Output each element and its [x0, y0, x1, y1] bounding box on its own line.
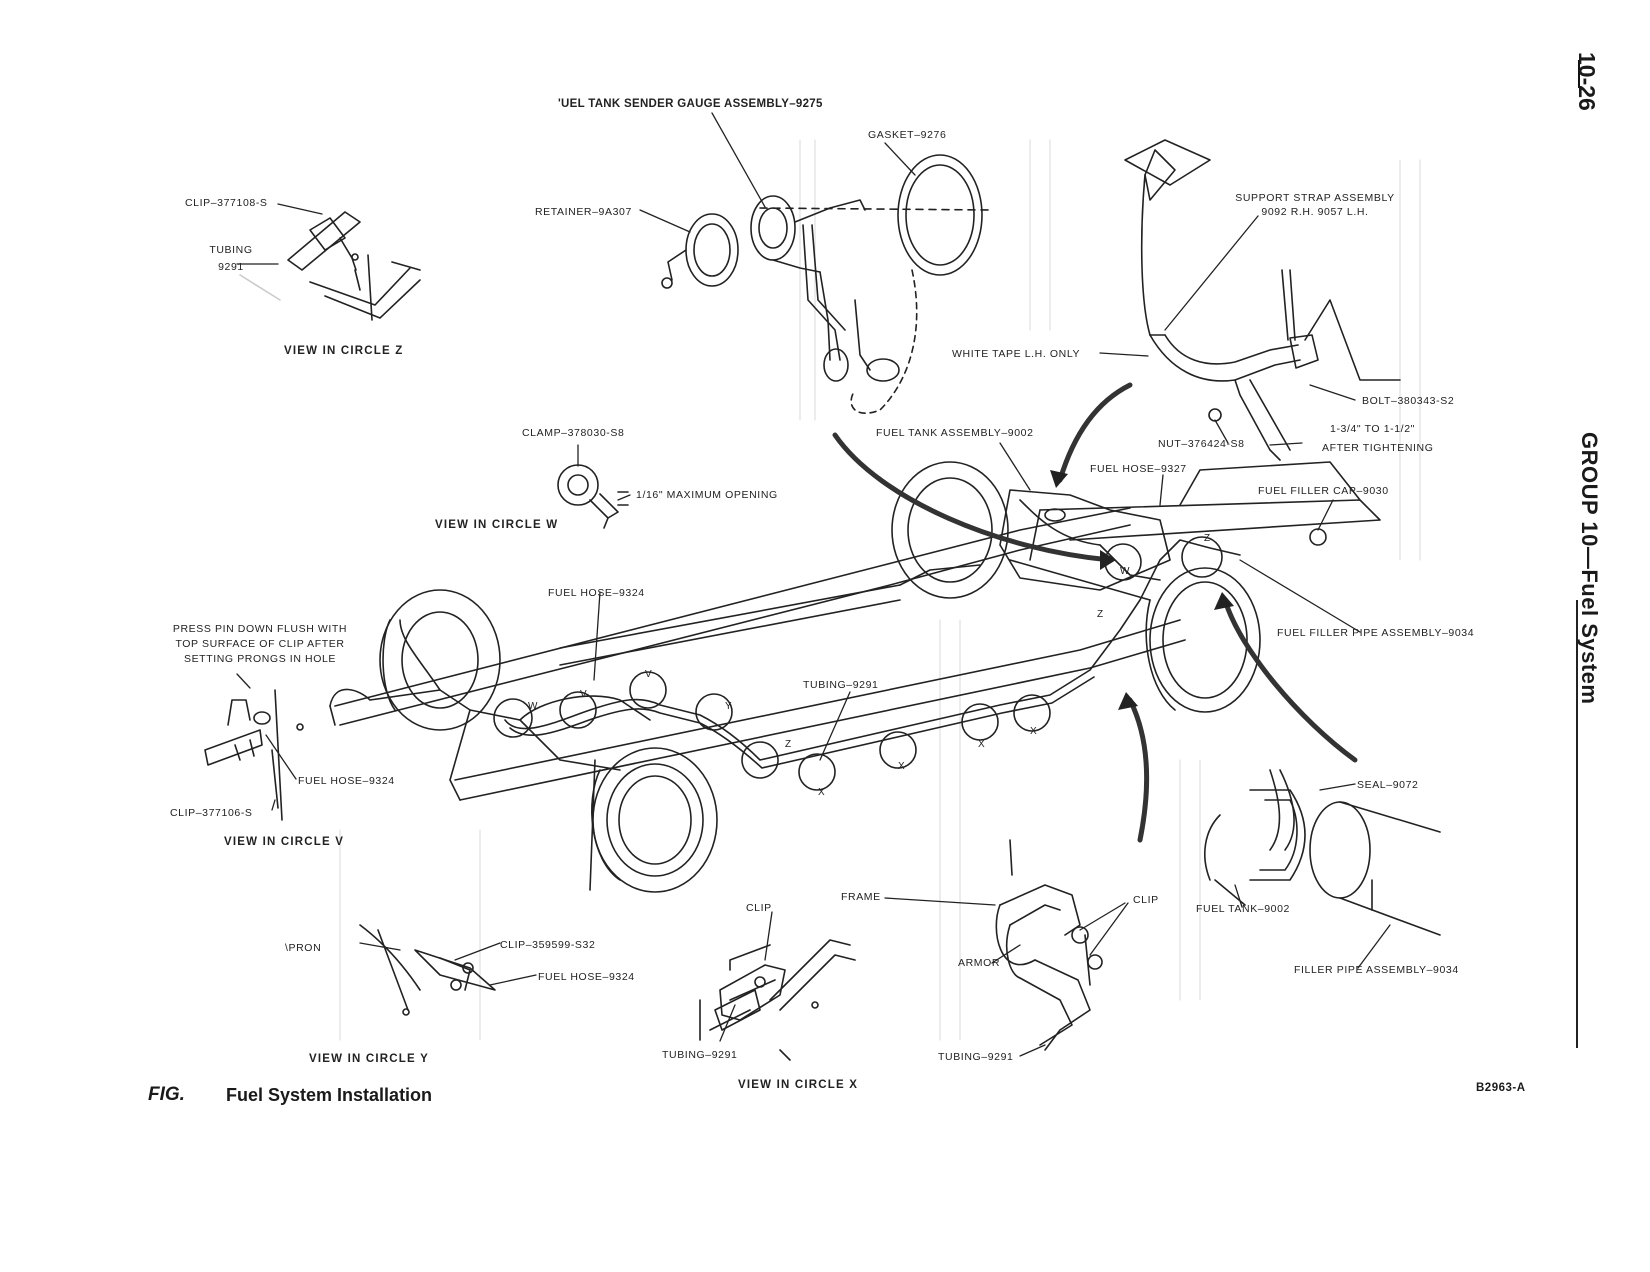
bolt-label: BOLT–380343-S2 — [1362, 395, 1455, 407]
circle-letter-z-rear: Z — [1204, 533, 1211, 544]
circle-y-detail — [359, 924, 496, 1016]
circle-w-detail — [557, 464, 629, 529]
view-circle-y: VIEW IN CIRCLE Y — [309, 1053, 429, 1065]
tubing-x-label: TUBING–9291 — [662, 1049, 738, 1061]
tubing-z-label-2: 9291 — [218, 261, 244, 273]
press-pin-label-1: PRESS PIN DOWN FLUSH WITH — [172, 623, 348, 635]
view-circle-z: VIEW IN CIRCLE Z — [284, 345, 404, 357]
filler-pipe-9034-label: FILLER PIPE ASSEMBLY–9034 — [1294, 964, 1459, 976]
circle-letter-z-mid: Z — [1097, 609, 1104, 620]
chassis-frame — [329, 461, 1381, 801]
clip-v-label: CLIP–377106-S — [170, 807, 253, 819]
fuel-hose-9324-top-label: FUEL HOSE–9324 — [548, 587, 645, 599]
fuel-hose-9327-label: FUEL HOSE–9327 — [1090, 463, 1187, 475]
circle-x-detail — [699, 939, 856, 1061]
page-number-rule — [1578, 60, 1580, 88]
after-tightening-label-1: 1-3/4" TO 1-1/2" — [1330, 423, 1415, 435]
page-number: 10-26 — [1574, 52, 1600, 111]
apron-label: \PRON — [285, 942, 322, 954]
view-circle-x: VIEW IN CIRCLE X — [738, 1079, 859, 1091]
clip-y-label: CLIP–359599-S32 — [500, 939, 596, 951]
circle-letter-v-1: V — [580, 689, 588, 700]
clip-x-label: CLIP — [746, 902, 772, 914]
circle-letter-z-front: Z — [785, 739, 792, 750]
circle-letter-x-2: X — [898, 761, 906, 772]
tubing-z-label-1: TUBING — [209, 244, 253, 256]
circle-letter-x-3: X — [978, 739, 986, 750]
gasket-label: GASKET–9276 — [868, 129, 947, 141]
armor-detail — [995, 839, 1103, 1051]
group-title: GROUP 10—Fuel System — [1577, 432, 1602, 705]
armor-label: ARMOR — [958, 957, 1001, 969]
circle-letter-v-2: V — [645, 669, 653, 680]
sender-gauge-assembly — [661, 154, 991, 415]
after-tightening-label-2: AFTER TIGHTENING — [1322, 442, 1434, 454]
max-opening-label: 1/16" MAXIMUM OPENING — [636, 489, 778, 501]
press-pin-label-2: TOP SURFACE OF CLIP AFTER — [175, 638, 345, 650]
sender-gauge-label: 'UEL TANK SENDER GAUGE ASSEMBLY–9275 — [558, 98, 823, 110]
press-pin-label-3: SETTING PRONGS IN HOLE — [183, 653, 337, 665]
circle-v-detail — [204, 689, 304, 821]
tubing-right-label: TUBING–9291 — [938, 1051, 1014, 1063]
fuel-hose-v-label: FUEL HOSE–9324 — [298, 775, 395, 787]
circle-letter-w-front: W — [528, 701, 539, 712]
view-circle-v: VIEW IN CIRCLE V — [224, 836, 345, 848]
fuel-filler-cap-label: FUEL FILLER CAP–9030 — [1258, 485, 1389, 497]
filler-pipe-assembly-label: FUEL FILLER PIPE ASSEMBLY–9034 — [1277, 627, 1475, 639]
bleed-through-texture — [339, 139, 1421, 1041]
fuel-tank-assembly-label: FUEL TANK ASSEMBLY–9002 — [876, 427, 1034, 439]
pointer-arrows — [832, 382, 1358, 843]
filler-pipe-detail — [1204, 769, 1441, 936]
figure-code: B2963-A — [1476, 1082, 1526, 1094]
detail-circles — [493, 528, 1327, 791]
sidebar-rule — [1576, 600, 1578, 1048]
fuel-tubing-line — [504, 539, 1241, 769]
fuel-hose-y-label: FUEL HOSE–9324 — [538, 971, 635, 983]
arrow-heads — [1050, 470, 1234, 710]
leader-lines — [236, 112, 1391, 1057]
circle-letter-x-4: X — [1030, 726, 1038, 737]
circle-letter-y: Y — [725, 701, 733, 712]
white-tape-label: WHITE TAPE L.H. ONLY — [952, 348, 1081, 360]
tubing-main-label: TUBING–9291 — [803, 679, 879, 691]
clip-z-label: CLIP–377108-S — [185, 197, 268, 209]
front-wheels — [379, 589, 718, 893]
view-circle-w: VIEW IN CIRCLE W — [435, 519, 559, 531]
clamp-label: CLAMP–378030-S8 — [522, 427, 625, 439]
frame-label: FRAME — [841, 891, 881, 903]
nut-label: NUT–376424-S8 — [1158, 438, 1245, 450]
circle-letter-w-rear: W — [1120, 566, 1131, 577]
figure-title: Fuel System Installation — [226, 1085, 433, 1105]
retainer-label: RETAINER–9A307 — [535, 206, 632, 218]
circle-z-detail — [239, 211, 421, 321]
support-strap-assembly — [1124, 139, 1401, 461]
support-strap-label-1: SUPPORT STRAP ASSEMBLY — [1235, 192, 1395, 204]
support-strap-label-2: 9092 R.H. 9057 L.H. — [1261, 206, 1369, 218]
circle-letter-x-1: X — [818, 787, 826, 798]
rear-assembly — [891, 461, 1261, 713]
seal-label: SEAL–9072 — [1357, 779, 1419, 791]
figure-label: FIG. — [148, 1084, 185, 1105]
fuel-tank-9002-label: FUEL TANK–9002 — [1196, 903, 1290, 915]
clip-right-label: CLIP — [1133, 894, 1159, 906]
